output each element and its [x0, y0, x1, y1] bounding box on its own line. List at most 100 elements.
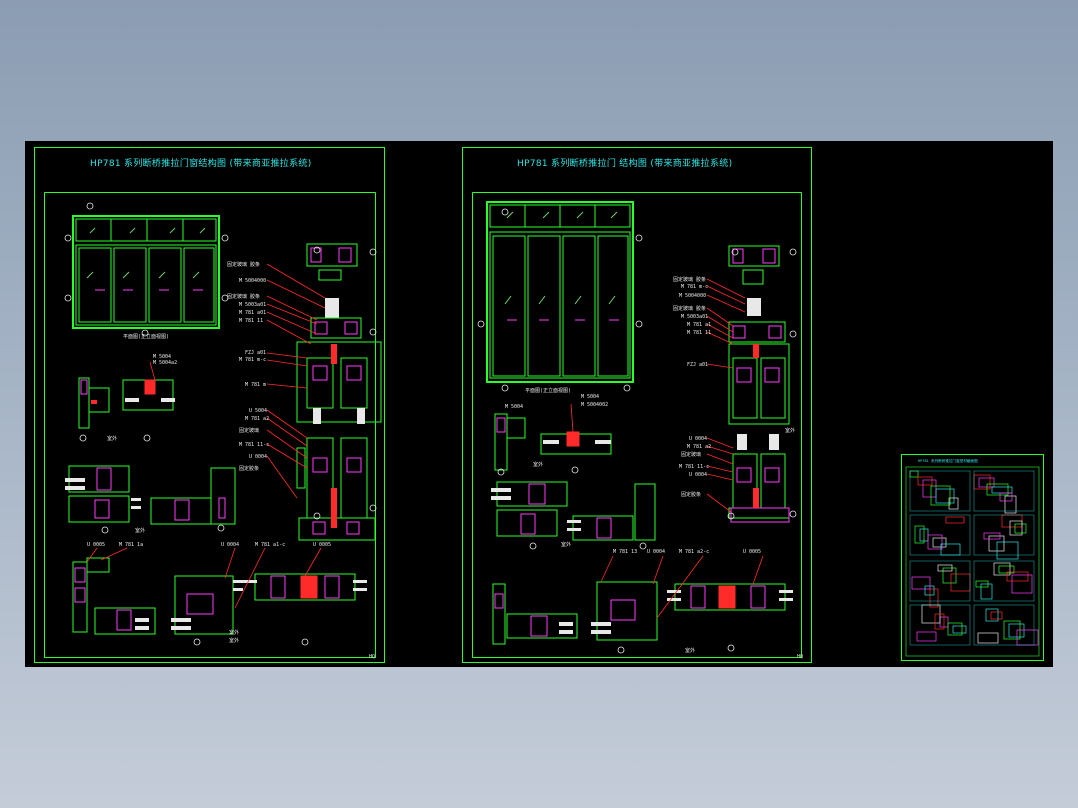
label: M 781 m — [245, 382, 266, 388]
label: 固定胶条 — [681, 491, 701, 498]
sheet-1-section-b-caption: 室外 — [135, 527, 145, 534]
sheet-1-plan-caption: 平面图(正立面视图) — [123, 333, 169, 340]
drawing-sheet-3: HP781 系列断桥推拉门窗型材截面图 — [901, 454, 1044, 661]
profile-shape — [945, 516, 965, 524]
profile-cell — [973, 470, 1035, 512]
label: M 781 a2 — [687, 444, 711, 450]
profile-cell — [973, 604, 1035, 646]
label: M 5003a01 — [239, 302, 266, 308]
sheet-2-elevation-door — [486, 201, 634, 383]
cad-viewport[interactable]: HP781 系列断桥推拉门窗结构图 (带来商亚推拉系统) — [25, 141, 1053, 667]
profile-cell — [973, 514, 1035, 556]
profile-shape — [988, 535, 1005, 552]
profile-shape — [947, 622, 963, 636]
sheet-1-section-a — [78, 377, 175, 429]
label: M 5004 — [153, 354, 171, 360]
profile-cell — [909, 560, 971, 602]
profile-shape — [916, 631, 937, 642]
profile-shape — [935, 488, 955, 504]
label: M 781 m-c — [239, 357, 266, 363]
sheet-1-callout-labels: 固定玻璃 胶条 M 5004000 固定玻璃 胶条 M 5003a01 M 78… — [227, 261, 269, 472]
drawing-sheet-1: HP781 系列断桥推拉门窗结构图 (带来商亚推拉系统) — [34, 147, 385, 663]
profile-shape — [942, 567, 957, 584]
profile-cell — [909, 514, 971, 556]
profile-shape — [914, 525, 925, 544]
sheet-1-bottom-caption: 室外 — [229, 637, 239, 644]
label: U 0004 — [647, 549, 665, 555]
profile-shape — [1004, 495, 1017, 514]
label: 固定玻璃 — [681, 451, 701, 458]
sheet-1-section-a-caption: 室外 — [107, 435, 117, 442]
label: FZJ a01 — [687, 362, 708, 368]
profile-shape — [1008, 623, 1025, 638]
sheet-2-plan-caption: 平面图(正立面视图) — [525, 387, 571, 394]
label: U 0005 — [313, 542, 331, 548]
profile-shape — [909, 470, 919, 478]
label: M 781 11-c — [679, 464, 709, 470]
drawing-sheet-2: HP781 系列断桥推拉门 结构图 (带来商亚推拉系统) — [462, 147, 812, 663]
profile-shape — [948, 497, 959, 510]
profile-shape — [1009, 520, 1023, 536]
profile-shape — [998, 565, 1015, 574]
label: U 0004 — [689, 436, 707, 442]
sheet-2-inner-frame — [472, 192, 802, 658]
profile-shape — [986, 483, 1009, 496]
profile-shape — [924, 585, 935, 596]
label: U 0005 — [743, 549, 761, 555]
label: M 781 a2-c — [679, 549, 709, 555]
label: M 781 13 — [613, 549, 637, 555]
sheet-3-profile-grid — [909, 470, 1039, 646]
label: M 5004 — [505, 404, 523, 410]
profile-shape — [991, 486, 1013, 494]
profile-shape — [993, 562, 1011, 576]
sheet-3-title: HP781 系列断桥推拉门窗型材截面图 — [918, 458, 978, 463]
label: U 0004 — [249, 454, 267, 460]
sheet-2-section-c — [491, 481, 656, 541]
sheet-2-title: HP781 系列断桥推拉门 结构图 (带来商亚推拉系统) — [517, 159, 733, 169]
sheet-1-vertical-section — [296, 243, 382, 541]
label: M 781 11-c — [239, 442, 269, 448]
label: M 781 a1-c — [255, 542, 285, 548]
profile-shape — [927, 534, 943, 550]
sheet-1-section-c — [72, 557, 367, 635]
label: 固定胶条 — [239, 465, 259, 472]
label: 固定玻璃 胶条 — [673, 276, 706, 283]
sheet-1-section-c-caption: 室外 — [229, 629, 239, 636]
sheet-2-section-b-caption: 室外 — [785, 427, 795, 434]
profile-shape — [985, 608, 999, 622]
profile-shape — [983, 532, 1001, 540]
profile-shape — [940, 543, 961, 556]
profile-cell — [973, 560, 1035, 602]
label: M 5003a01 — [681, 314, 708, 320]
profile-shape — [980, 583, 993, 600]
label: U 0004 — [221, 542, 239, 548]
profile-shape — [952, 625, 967, 634]
label: M 781 11 — [239, 318, 263, 324]
profile-shape — [934, 613, 945, 630]
label: M 5004a2 — [153, 360, 177, 366]
sheet-2-bottom-caption: 室外 — [685, 647, 695, 654]
profile-cell — [909, 604, 971, 646]
sheet-2-drawing: 平面图(正立面视图) — [477, 201, 803, 660]
profile-cell — [909, 470, 971, 512]
profile-shape — [911, 576, 931, 590]
profile-shape — [977, 632, 999, 644]
sheet-1-corner-mark: HQ — [369, 654, 375, 660]
profile-shape — [1011, 574, 1033, 594]
label: M 781 m-c — [681, 284, 708, 290]
label: U 5004 — [249, 408, 267, 414]
sheet-1-title: HP781 系列断桥推拉门窗结构图 (带来商亚推拉系统) — [90, 159, 312, 169]
profile-shape — [999, 492, 1013, 502]
profile-shape — [990, 611, 1003, 620]
profile-shape — [1006, 571, 1029, 582]
sheet-2-corner-mark: HQ — [797, 654, 803, 660]
label: M 781 11 — [687, 330, 711, 336]
profile-shape — [922, 479, 937, 498]
profile-shape — [932, 537, 947, 548]
sheet-2-section-c-caption: 室外 — [561, 541, 571, 548]
sheet-2-section-a-caption: 室外 — [533, 461, 543, 468]
label: 固定玻璃 — [239, 427, 259, 434]
profile-shape — [996, 541, 1019, 560]
profile-shape — [937, 564, 953, 572]
label: M 781 a01 — [239, 310, 266, 316]
